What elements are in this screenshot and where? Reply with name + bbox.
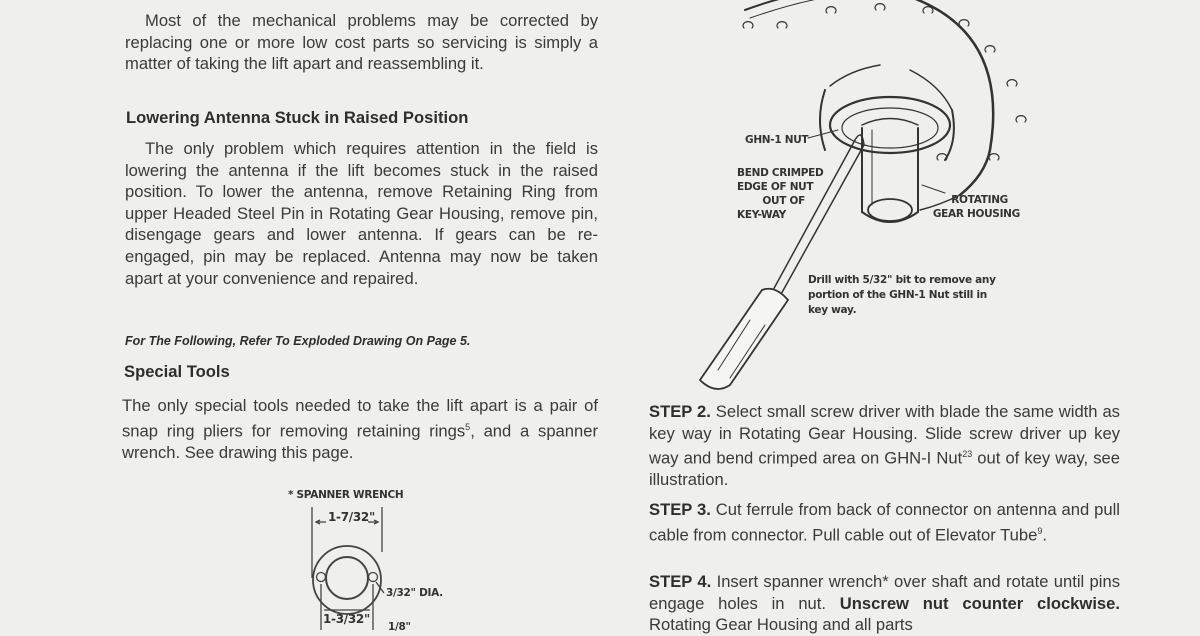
- label-line: BEND CRIMPED: [737, 167, 824, 179]
- label-line: GEAR HOUSING: [932, 208, 1020, 220]
- text: Cut ferrule from back of connector on an…: [649, 500, 1120, 545]
- section-heading-stuck-antenna: Lowering Antenna Stuck in Raised Positio…: [126, 108, 469, 127]
- drill-note: Drill with 5/32" bit to remove any porti…: [808, 274, 996, 316]
- label-rotating-gear-housing: ROTATING GEAR HOUSING: [932, 193, 1020, 221]
- emphasis: Unscrew nut counter clockwise.: [839, 593, 1120, 613]
- dim-outer-label: 1-7/32": [328, 510, 375, 524]
- label-line: OUT OF: [762, 195, 805, 207]
- text: .: [1042, 525, 1047, 545]
- label-line: ROTATING: [951, 194, 1008, 206]
- text: Rotating Gear Housing and all parts: [649, 615, 913, 635]
- text: Insert spanner wrench* over shaft and ro…: [649, 572, 1120, 613]
- text: The only special tools needed to take th…: [122, 396, 598, 441]
- footnote-ref: 23: [962, 449, 973, 460]
- label-ghn1-nut: GHN-1 NUT: [745, 134, 809, 146]
- step-label: STEP 4.: [649, 572, 712, 591]
- label-line: EDGE OF NUT: [737, 181, 814, 193]
- text: Select small screw driver with blade the…: [649, 402, 1120, 468]
- step-label: STEP 3.: [649, 500, 711, 519]
- dim-pins-label: 1-3/32": [323, 612, 370, 626]
- spanner-figure-title: * SPANNER WRENCH: [288, 489, 404, 501]
- gear-housing-illustration: [698, 0, 1027, 390]
- label-bend-crimped: BEND CRIMPED EDGE OF NUT OUT OF KEY-WAY: [737, 166, 825, 222]
- footnote-ref: 9: [1037, 525, 1043, 536]
- step-3-paragraph: STEP 3. Cut ferrule from back of connect…: [649, 499, 1120, 546]
- section-heading-special-tools: Special Tools: [124, 362, 230, 381]
- text: , and a spanner wrench. See drawing this…: [122, 421, 598, 462]
- step-4-paragraph: STEP 4. Insert spanner wrench* over shaf…: [649, 571, 1120, 636]
- spanner-wrench-drawing: [311, 507, 385, 630]
- text: out of key way, see illustration.: [649, 448, 1120, 490]
- reference-note: For The Following, Refer To Exploded Dra…: [125, 334, 471, 348]
- footnote-ref: 5: [465, 421, 471, 432]
- step-2-paragraph: STEP 2. Select small screw driver with b…: [649, 401, 1120, 491]
- dim-hole-label: 3/32" DIA.: [386, 587, 443, 599]
- stuck-antenna-paragraph: The only problem which requires attentio…: [125, 139, 598, 288]
- intro-paragraph: Most of the mechanical problems may be c…: [125, 11, 598, 74]
- label-line: KEY-WAY: [737, 209, 786, 221]
- gear-holes: [742, 3, 1027, 161]
- special-tools-paragraph: The only special tools needed to take th…: [122, 395, 598, 463]
- step-label: STEP 2.: [649, 402, 711, 421]
